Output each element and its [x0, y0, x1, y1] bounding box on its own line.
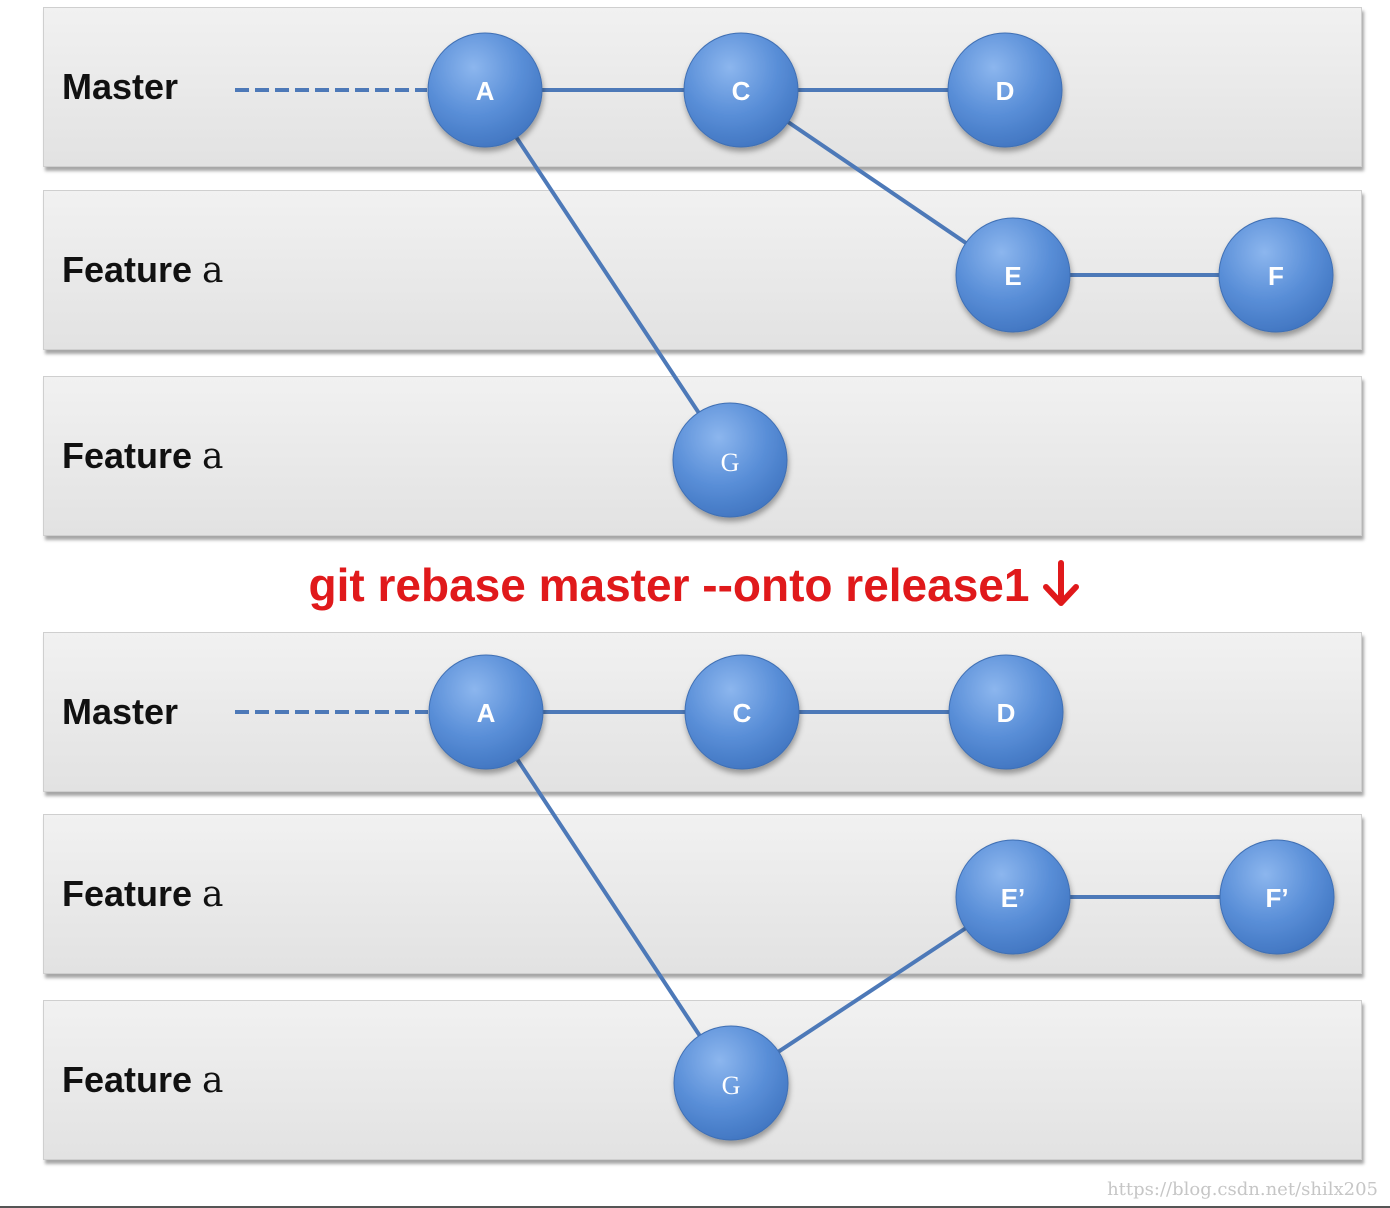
- graph-before: A C D E F G: [235, 32, 1334, 518]
- lane-suffix: a: [202, 250, 224, 291]
- commit-label: F: [1268, 261, 1284, 291]
- lane-name: Master: [62, 691, 179, 732]
- commit-label: A: [477, 698, 496, 728]
- commit-node[interactable]: E’: [955, 839, 1071, 955]
- commit-node[interactable]: E: [955, 217, 1071, 333]
- commit-node[interactable]: G: [673, 1025, 789, 1141]
- commit-node[interactable]: D: [947, 32, 1063, 148]
- lane-label: Master: [62, 691, 188, 733]
- commit-label: D: [997, 698, 1016, 728]
- commit-node[interactable]: D: [948, 654, 1064, 770]
- lane-label: Master: [62, 66, 188, 108]
- bottom-divider: [0, 1206, 1390, 1208]
- edge-a-g: [484, 710, 733, 1085]
- commit-node[interactable]: F’: [1219, 839, 1335, 955]
- watermark: https://blog.csdn.net/shilx205: [1107, 1179, 1378, 1200]
- rebase-command: git rebase master --onto release1: [0, 558, 1390, 612]
- graph-after: A C D E’ F’ G: [235, 654, 1335, 1141]
- lane-suffix: a: [202, 436, 224, 477]
- commit-label: C: [732, 76, 751, 106]
- commit-label: E: [1004, 261, 1021, 291]
- commit-node[interactable]: F: [1218, 217, 1334, 333]
- lane-name: Feature: [62, 435, 193, 476]
- commit-node[interactable]: C: [684, 654, 800, 770]
- commit-label: A: [476, 76, 495, 106]
- commit-label: F’: [1265, 883, 1288, 913]
- commit-label: G: [722, 1071, 741, 1100]
- commit-label: G: [721, 448, 740, 477]
- commit-node[interactable]: G: [672, 402, 788, 518]
- lane-suffix: a: [202, 1060, 224, 1101]
- arrow-down-icon: [1043, 560, 1080, 606]
- commit-label: D: [996, 76, 1015, 106]
- commit-node[interactable]: C: [683, 32, 799, 148]
- lane-name: Master: [62, 66, 179, 107]
- commit-label: E’: [1001, 883, 1026, 913]
- commit-node[interactable]: A: [428, 654, 544, 770]
- lane-name: Feature: [62, 249, 193, 290]
- command-text: git rebase master --onto release1: [308, 559, 1030, 611]
- commit-label: C: [733, 698, 752, 728]
- commit-node[interactable]: A: [427, 32, 543, 148]
- lane-name: Feature: [62, 873, 193, 914]
- lane-suffix: a: [202, 874, 224, 915]
- edge-a-g: [483, 88, 732, 462]
- lane-name: Feature: [62, 1059, 193, 1100]
